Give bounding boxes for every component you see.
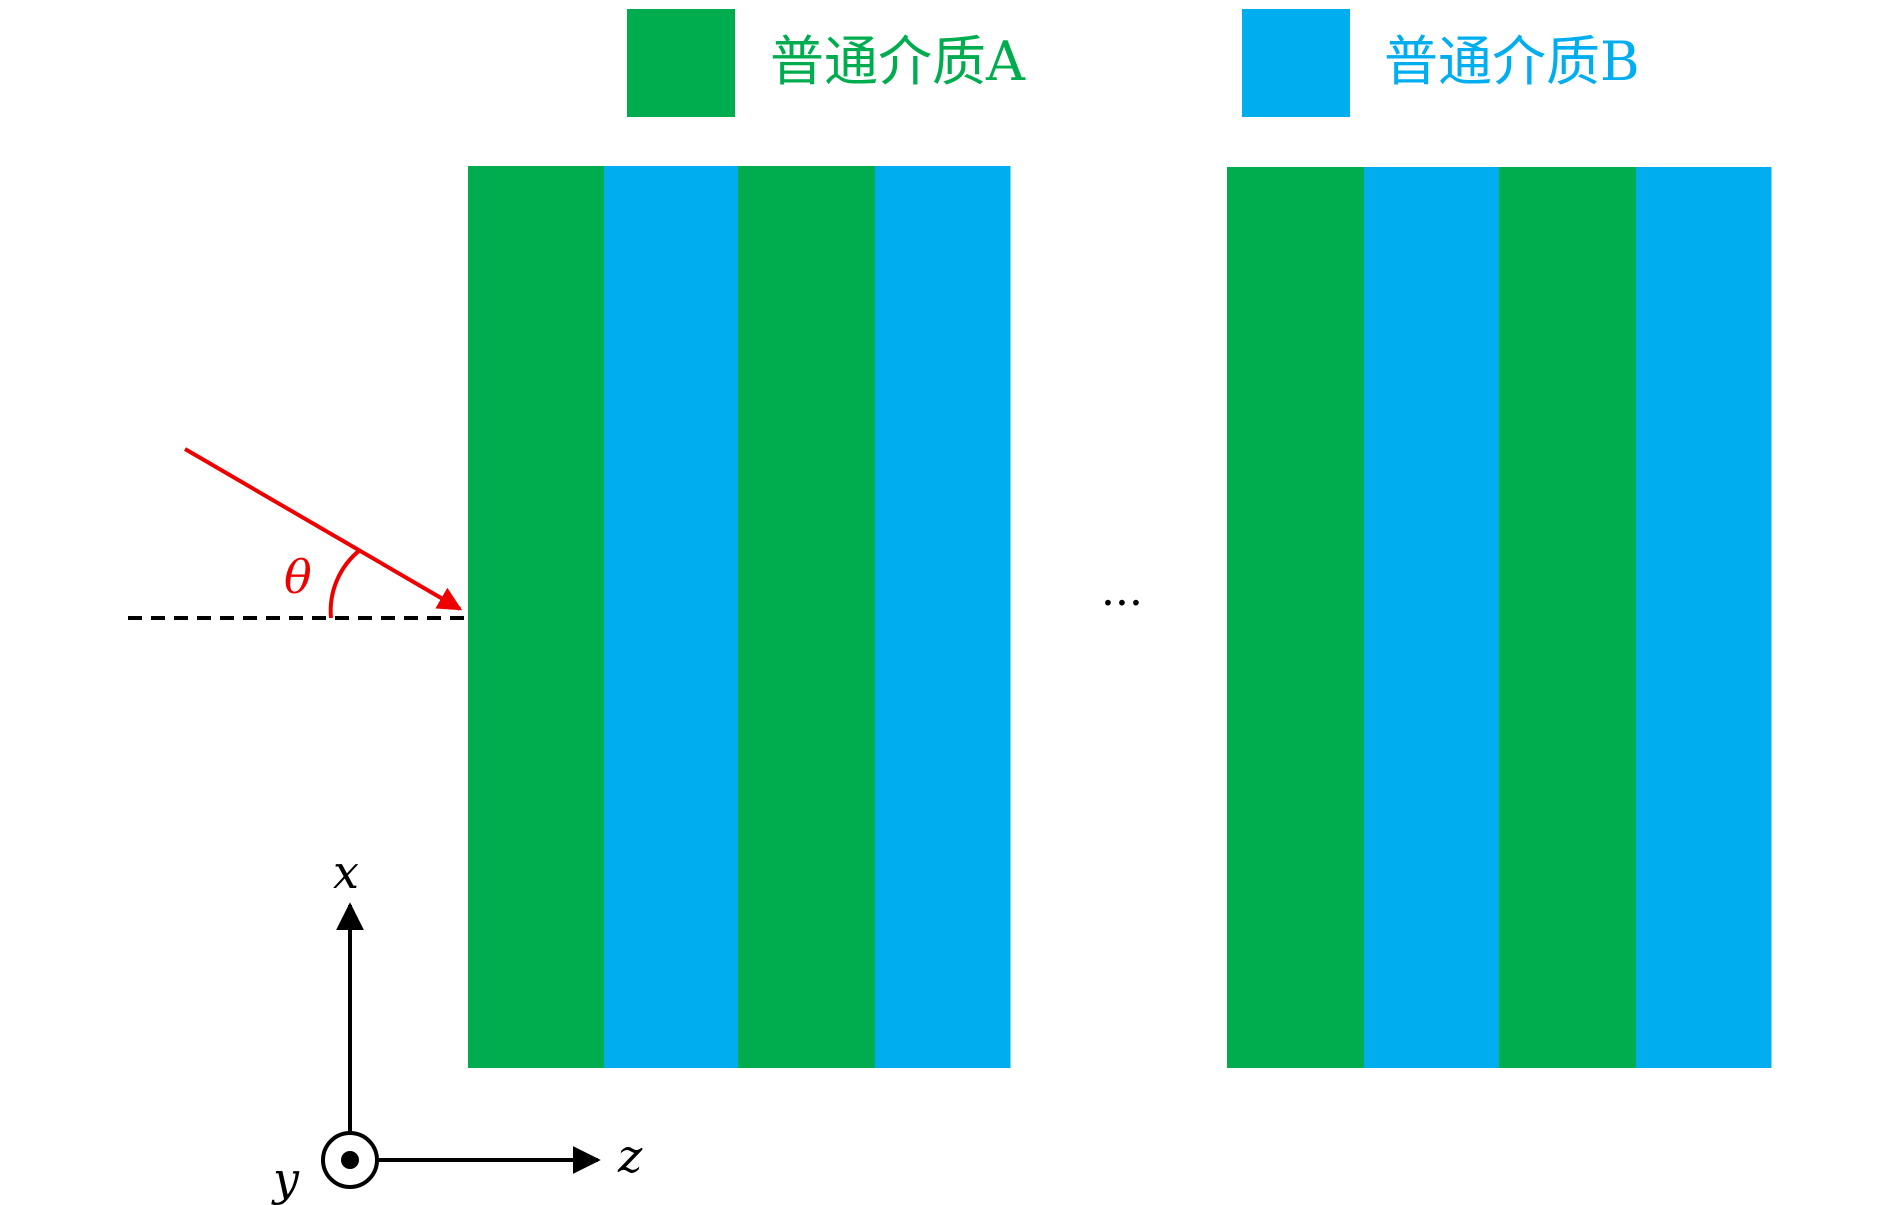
layer-medium-b — [1636, 167, 1772, 1068]
legend: 普通介质A 普通介质B — [627, 9, 1640, 117]
legend-swatch-medium-b — [1242, 9, 1350, 117]
layer-medium-b — [604, 166, 739, 1068]
z-axis-label: z — [617, 1129, 643, 1183]
layer-medium-a — [1499, 167, 1637, 1068]
legend-label-medium-a: 普通介质A — [770, 30, 1026, 93]
incident-ray — [183, 447, 463, 611]
x-axis-label: x — [333, 845, 359, 899]
layer-medium-b — [875, 166, 1011, 1068]
layer-medium-a — [1227, 167, 1365, 1068]
legend-label-medium-b: 普通介质B — [1384, 30, 1640, 93]
angle-arc — [328, 548, 362, 619]
layer-medium-a — [468, 166, 605, 1068]
layer-medium-a — [738, 166, 876, 1068]
coordinate-axes: x z y — [271, 845, 643, 1205]
y-axis-label: y — [271, 1152, 300, 1205]
layer-medium-b — [1364, 167, 1500, 1068]
layer-stack-left — [468, 166, 1011, 1068]
legend-swatch-medium-a — [627, 9, 735, 117]
y-axis-dot-icon — [341, 1151, 359, 1169]
ellipsis: ··· — [1101, 578, 1143, 629]
layer-stack-right — [1227, 167, 1772, 1068]
angle-label: θ — [284, 550, 312, 604]
